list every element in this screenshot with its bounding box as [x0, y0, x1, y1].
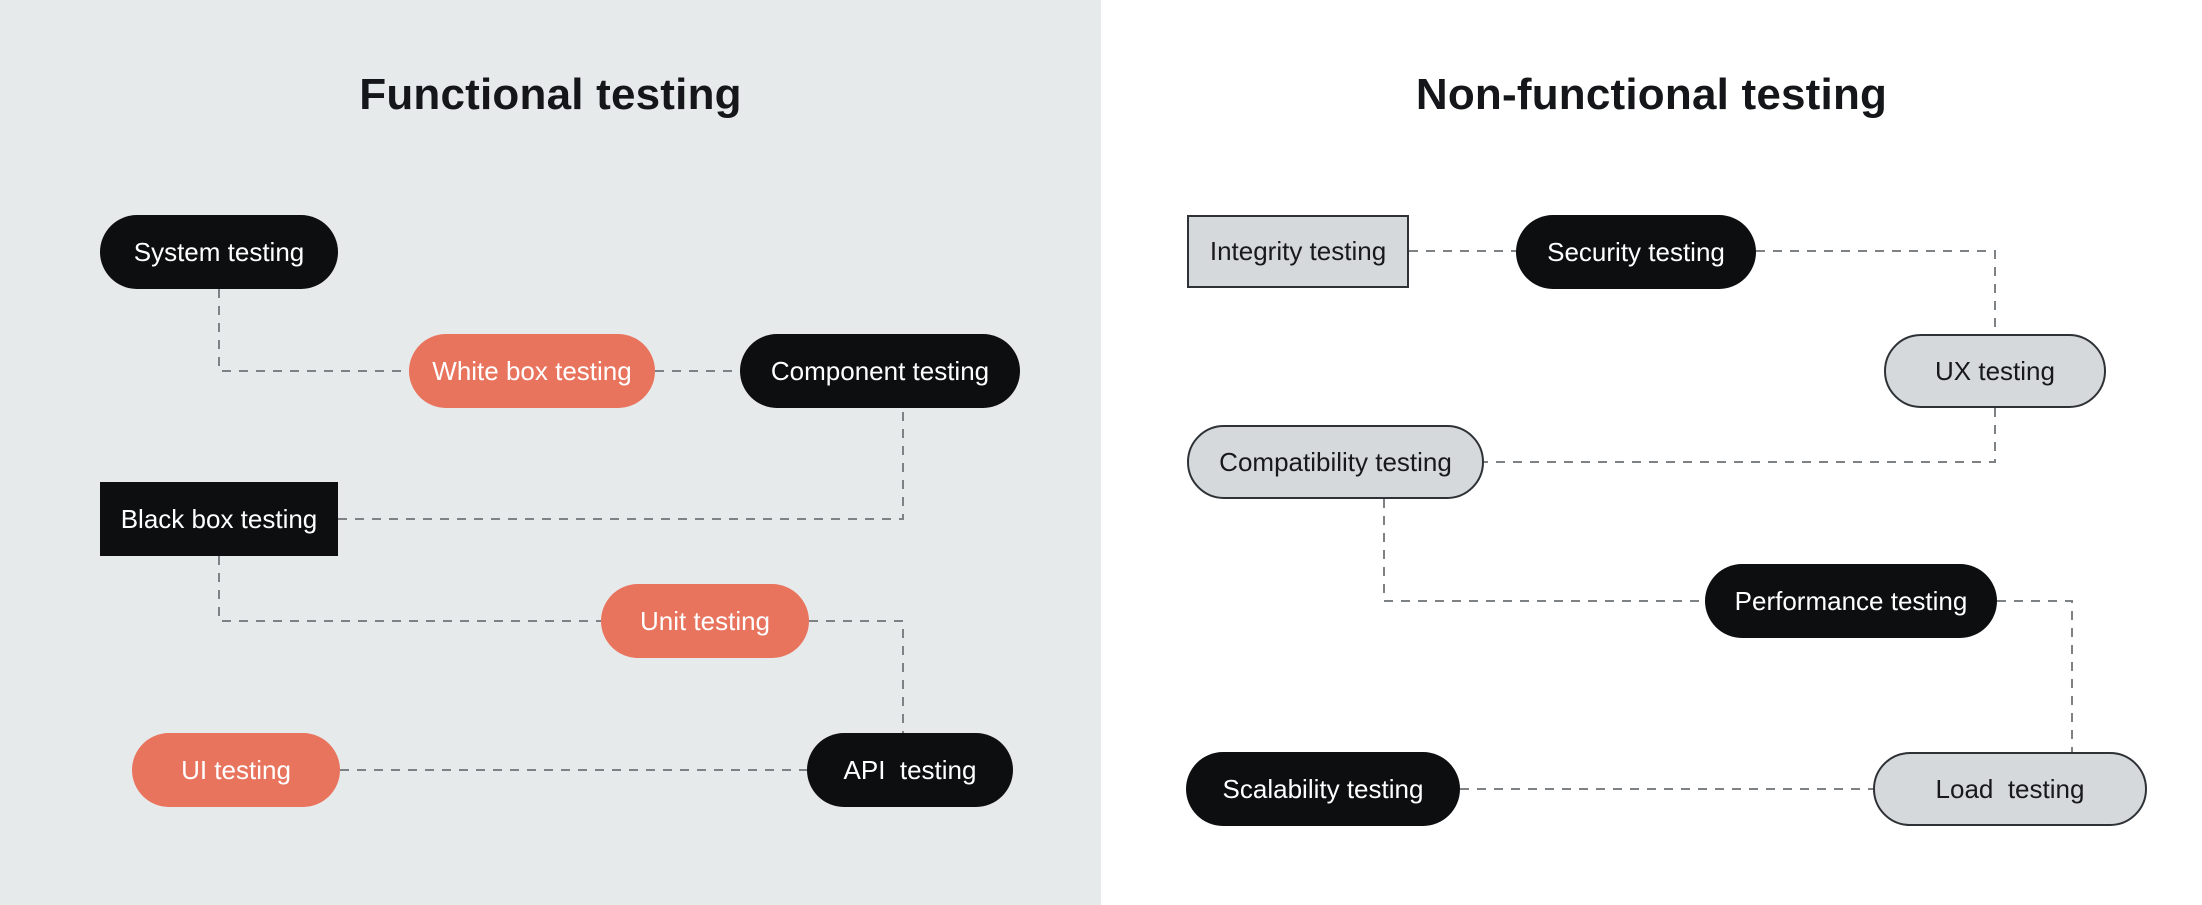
node-label: Performance testing [1734, 585, 1968, 616]
non-functional-title: Non-functional testing [1415, 70, 1888, 119]
node-label: Black box testing [120, 503, 318, 534]
node-load-testing: Load testing [1873, 752, 2147, 826]
node-unit-testing: Unit testing [601, 584, 809, 658]
functional-title: Functional testing [359, 70, 742, 119]
node-white-box-testing: White box testing [409, 334, 655, 408]
connector-security-testing-ux-testing [1756, 250, 1996, 334]
node-system-testing: System testing [100, 215, 338, 289]
node-label: Compatibility testing [1219, 446, 1452, 477]
connector-system-testing-white-box-testing [218, 289, 409, 372]
node-component-testing: Component testing [740, 334, 1020, 408]
connector-black-box-testing-component-testing [338, 408, 904, 520]
node-label: API testing [843, 754, 977, 785]
node-label: System testing [133, 236, 305, 267]
node-ui-testing: UI testing [132, 733, 340, 807]
node-label: Unit testing [639, 605, 771, 636]
node-black-box-testing: Black box testing [100, 482, 338, 556]
node-label: White box testing [432, 355, 632, 386]
node-compatibility-testing: Compatibility testing [1187, 425, 1484, 499]
node-label: Security testing [1547, 236, 1725, 267]
node-label: Load testing [1935, 773, 2085, 804]
node-label: UI testing [181, 754, 291, 785]
connector-compatibility-testing-performance-testing [1383, 499, 1705, 602]
node-label: Integrity testing [1209, 236, 1387, 266]
node-label: Scalability testing [1222, 773, 1424, 804]
connector-black-box-testing-unit-testing [218, 556, 601, 622]
node-api-testing: API testing [807, 733, 1013, 807]
node-label: Component testing [770, 355, 990, 386]
node-integrity-testing: Integrity testing [1187, 215, 1409, 288]
node-scalability-testing: Scalability testing [1186, 752, 1460, 826]
connector-ux-testing-compatibility-testing [1484, 408, 1996, 463]
node-performance-testing: Performance testing [1705, 564, 1997, 638]
node-security-testing: Security testing [1516, 215, 1756, 289]
connector-performance-testing-load-testing [1997, 600, 2073, 752]
connector-unit-testing-api-testing [809, 620, 904, 733]
node-label: UX testing [1935, 355, 2055, 386]
node-ux-testing: UX testing [1884, 334, 2106, 408]
